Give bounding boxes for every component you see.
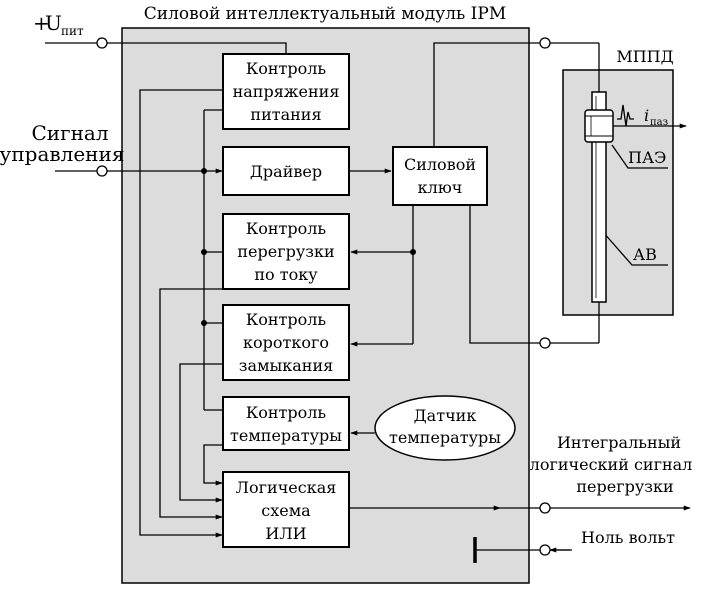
svg-text:Контроль: Контроль	[246, 310, 327, 329]
svg-text:ИЛИ: ИЛИ	[265, 524, 306, 543]
junction-dot	[201, 320, 207, 326]
overload-signal-label-line3: перегрузки	[576, 477, 673, 496]
wiring	[45, 42, 691, 563]
temperature-control-block: Контроль температуры	[222, 396, 350, 451]
logic-or-block: Логическая схема ИЛИ	[222, 471, 350, 548]
svg-text:перегрузки: перегрузки	[237, 242, 334, 261]
mppd-bar-av	[591, 91, 607, 303]
svg-text:короткого: короткого	[243, 333, 329, 352]
svg-text:U: U	[45, 11, 62, 35]
svg-text:Драйвер: Драйвер	[250, 162, 322, 181]
bottom-output-terminal	[539, 337, 551, 349]
svg-text:+: +	[33, 11, 50, 35]
top-output-terminal	[539, 37, 551, 49]
supply-terminal	[96, 37, 108, 49]
zero-volt-label: Ноль вольт	[581, 528, 675, 547]
svg-text:ключ: ключ	[418, 178, 463, 197]
svg-text:Контроль: Контроль	[246, 403, 327, 422]
mppd-pae-element	[584, 109, 614, 143]
av-label: АВ	[633, 245, 657, 264]
svg-text:схема: схема	[261, 501, 311, 520]
svg-text:напряжения: напряжения	[233, 82, 340, 101]
junction-dot	[201, 168, 207, 174]
control-signal-label-line1: Сигнал	[31, 121, 108, 145]
pulse-icon	[617, 104, 634, 127]
current-subscript: паз	[650, 117, 668, 128]
junction-dots	[201, 168, 416, 326]
svg-text:температуры: температуры	[389, 428, 501, 447]
junction-dot	[201, 249, 207, 255]
svg-text:Контроль: Контроль	[246, 219, 327, 238]
svg-text:Силовой: Силовой	[404, 155, 476, 174]
current-symbol: i	[644, 106, 649, 125]
svg-text:по току: по току	[254, 265, 318, 284]
module-title: Силовой интеллектуальный модуль IPM	[144, 4, 506, 24]
overload-control-block: Контроль перегрузки по току	[222, 213, 350, 290]
svg-text:температуры: температуры	[230, 426, 342, 445]
supply-label: + U пит	[33, 11, 84, 38]
zero-volt-terminal	[539, 544, 551, 556]
control-terminal	[96, 165, 108, 177]
terminals	[96, 37, 551, 556]
svg-text:Контроль: Контроль	[246, 59, 327, 78]
svg-text:замыкания: замыкания	[239, 356, 333, 375]
mppd-title: МППД	[616, 47, 673, 66]
power-switch-block: Силовой ключ	[392, 146, 488, 206]
svg-text:Логическая: Логическая	[236, 478, 337, 497]
voltage-control-block: Контроль напряжения питания	[222, 53, 350, 130]
temperature-sensor-ellipse: Датчик температуры	[374, 395, 516, 461]
overload-signal-terminal	[539, 502, 551, 514]
pae-label: ПАЭ	[628, 148, 666, 167]
svg-text:пит: пит	[61, 24, 84, 38]
junction-dot	[410, 249, 416, 255]
overload-signal-label-line2: логический сигнал	[530, 455, 693, 474]
svg-text:Датчик: Датчик	[414, 406, 477, 425]
short-circuit-control-block: Контроль короткого замыкания	[222, 304, 350, 381]
driver-block: Драйвер	[222, 146, 350, 196]
control-signal-label-line2: управления	[0, 142, 124, 166]
overload-signal-label-line1: Интегральный	[557, 433, 681, 452]
mppd-frame	[562, 69, 674, 316]
svg-text:питания: питания	[250, 105, 321, 124]
